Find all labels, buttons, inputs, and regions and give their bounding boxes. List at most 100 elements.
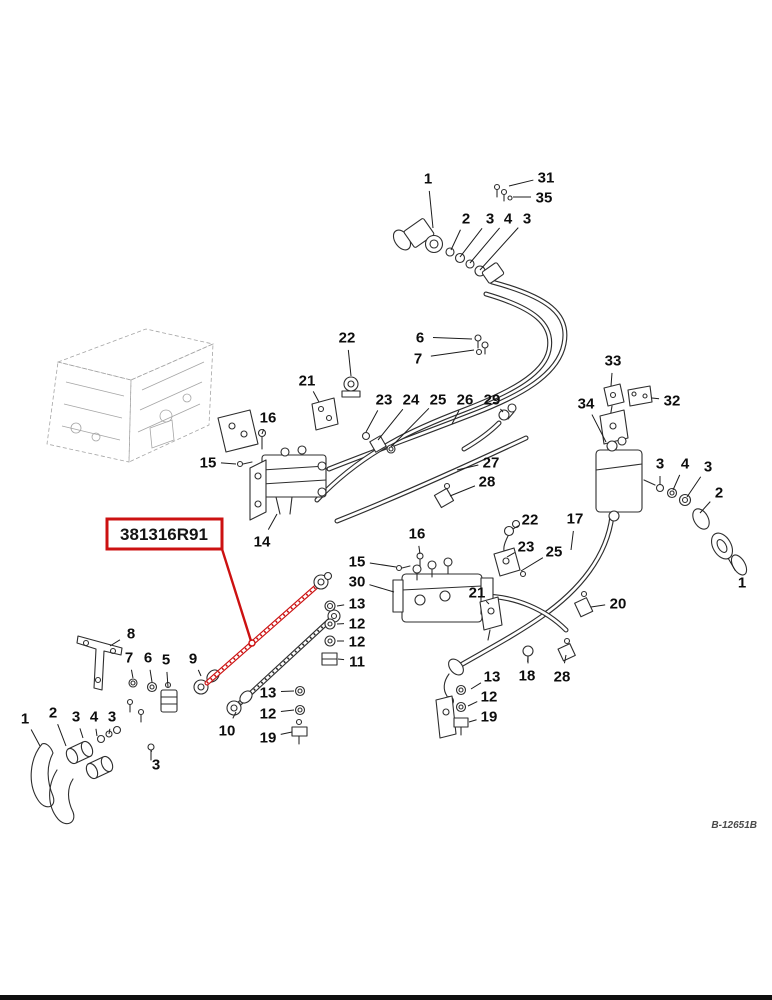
callout-18: 18 (519, 655, 536, 684)
callout-12: 12 (336, 615, 366, 632)
callout-28: 28 (449, 473, 496, 497)
svg-text:13: 13 (484, 668, 501, 685)
bottom-edge-bar (0, 995, 772, 1000)
bracket-and-small-parts (76, 635, 178, 761)
svg-text:13: 13 (349, 595, 366, 612)
callout-16: 16 (260, 409, 276, 435)
callout-14: 14 (254, 513, 278, 550)
svg-text:21: 21 (299, 372, 316, 389)
svg-text:30: 30 (349, 573, 366, 590)
callout-19: 19 (468, 708, 498, 725)
callout-9: 9 (189, 650, 202, 677)
callout-34: 34 (578, 395, 607, 443)
callout-25: 25 (520, 543, 562, 572)
callout-17: 17 (567, 510, 584, 551)
svg-text:23: 23 (376, 391, 393, 408)
highlight-part-number[interactable]: 381316R91 (120, 525, 208, 544)
svg-text:24: 24 (403, 391, 420, 408)
callout-13: 13 (470, 668, 501, 690)
callout-21: 21 (469, 584, 490, 605)
svg-text:18: 18 (519, 667, 536, 684)
callout-10: 10 (219, 711, 237, 739)
callout-1: 1 (21, 710, 41, 747)
callout-3: 3 (479, 210, 531, 271)
hose-collar (248, 639, 256, 647)
callout-6: 6 (144, 649, 153, 683)
callout-7: 7 (125, 649, 134, 679)
svg-text:28: 28 (479, 473, 496, 490)
svg-text:4: 4 (504, 210, 513, 227)
svg-text:22: 22 (522, 511, 539, 528)
callout-12: 12 (467, 688, 498, 707)
screws-6-7 (474, 334, 489, 356)
svg-text:1: 1 (21, 710, 29, 727)
highlighted-hose (204, 571, 333, 686)
svg-text:1: 1 (738, 574, 746, 591)
svg-text:17: 17 (567, 510, 584, 527)
svg-text:27: 27 (483, 454, 500, 471)
svg-text:22: 22 (339, 329, 356, 346)
svg-text:21: 21 (469, 584, 486, 601)
svg-text:33: 33 (605, 352, 622, 369)
svg-text:8: 8 (127, 625, 135, 642)
svg-text:20: 20 (610, 595, 627, 612)
svg-text:15: 15 (200, 454, 217, 471)
svg-text:13: 13 (260, 684, 277, 701)
svg-text:7: 7 (125, 649, 133, 666)
callout-16: 16 (409, 525, 425, 555)
svg-text:14: 14 (254, 533, 271, 550)
svg-text:12: 12 (349, 633, 366, 650)
callout-20: 20 (590, 595, 627, 612)
callout-13: 13 (336, 595, 366, 612)
callout-2: 2 (699, 484, 723, 514)
svg-text:12: 12 (481, 688, 498, 705)
highlight-annotation[interactable]: 381316R91 (105, 517, 253, 642)
svg-text:2: 2 (49, 704, 57, 721)
svg-text:12: 12 (349, 615, 366, 632)
svg-text:5: 5 (162, 651, 170, 668)
callout-30: 30 (349, 573, 395, 593)
upper-brackets (217, 376, 396, 468)
svg-text:12: 12 (260, 705, 277, 722)
callout-4: 4 (672, 455, 690, 491)
callout-35: 35 (513, 189, 552, 206)
callout-22: 22 (339, 329, 356, 377)
callout-31: 31 (508, 169, 555, 187)
svg-text:3: 3 (523, 210, 531, 227)
callout-27: 27 (456, 454, 500, 471)
callout-2: 2 (49, 704, 67, 747)
svg-text:25: 25 (430, 391, 447, 408)
svg-text:34: 34 (578, 395, 595, 412)
callout-1: 1 (727, 557, 746, 591)
callout-15: 15 (349, 553, 397, 570)
tractor-housing-outline (46, 328, 215, 463)
callout-3: 3 (108, 708, 116, 735)
right-tube-clamps (435, 590, 594, 739)
callout-23: 23 (365, 391, 393, 433)
highlight-part-box[interactable] (105, 517, 224, 551)
center-valve-assembly (392, 552, 503, 641)
highlight-leader-line (220, 548, 253, 642)
svg-text:19: 19 (481, 708, 498, 725)
callout-13: 13 (260, 684, 295, 701)
svg-text:1: 1 (424, 170, 432, 187)
callout-24: 24 (377, 391, 420, 441)
callout-29: 29 (484, 391, 504, 413)
drawbar-parts (30, 725, 122, 825)
svg-text:31: 31 (538, 169, 555, 186)
svg-text:28: 28 (554, 668, 571, 685)
svg-text:26: 26 (457, 391, 474, 408)
callout-5: 5 (162, 651, 170, 688)
callout-3: 3 (72, 708, 84, 739)
callout-21: 21 (299, 372, 320, 403)
callout-2: 2 (450, 210, 470, 251)
callout-11: 11 (337, 653, 365, 670)
fitting-stacks (291, 600, 338, 745)
callout-3: 3 (686, 458, 712, 498)
svg-text:9: 9 (189, 650, 197, 667)
callout-26: 26 (451, 391, 474, 425)
svg-text:11: 11 (349, 653, 365, 670)
